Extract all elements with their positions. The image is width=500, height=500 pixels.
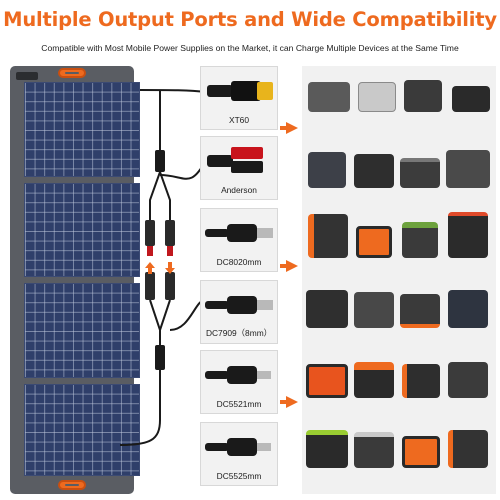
panel-section-3	[24, 283, 140, 378]
panel-handle-bottom	[58, 480, 86, 490]
xt60-plug-icon	[207, 81, 273, 101]
anderson-plug-icon	[207, 147, 263, 173]
panel-section-1	[24, 82, 140, 177]
power-station-image	[354, 432, 394, 468]
connector-dc5525: DC5525mm	[200, 422, 278, 486]
power-station-image	[446, 150, 490, 188]
connector-xt60: XT60	[200, 66, 278, 130]
power-station-image	[448, 430, 488, 468]
dc-plug-icon	[205, 366, 271, 384]
arrow-right-icon	[280, 396, 298, 408]
y-splitter-top-icon	[155, 150, 165, 172]
page-title: Multiple Output Ports and Wide Compatibi…	[3, 8, 497, 31]
power-station-image	[308, 152, 346, 188]
power-station-image	[402, 364, 440, 398]
usb-port-icon	[16, 72, 38, 80]
power-station-image	[308, 82, 350, 112]
mc4-connector-icon	[145, 220, 175, 300]
arrow-right-icon	[280, 122, 298, 134]
arrow-right-icon	[280, 260, 298, 272]
panel-handle-top	[58, 68, 86, 78]
power-station-image	[402, 436, 440, 468]
connector-label: DC7909（8mm）	[205, 328, 273, 338]
solar-panel	[10, 66, 140, 494]
panel-section-2	[24, 183, 140, 277]
compatible-devices-grid	[302, 66, 496, 494]
page-subtitle: Compatible with Most Mobile Power Suppli…	[41, 43, 459, 53]
dc-plug-icon	[205, 438, 271, 456]
power-station-image	[306, 364, 348, 398]
power-station-image	[448, 290, 488, 328]
connector-label: DC5521mm	[216, 399, 262, 409]
power-station-image	[354, 154, 394, 188]
connector-dc8020: DC8020mm	[200, 208, 278, 272]
power-station-image	[400, 158, 440, 188]
plug-direction-arrows-icon	[145, 262, 175, 274]
power-station-image	[452, 86, 490, 112]
connector-anderson: Anderson	[200, 136, 278, 200]
connector-dc5521: DC5521mm	[200, 350, 278, 414]
power-station-image	[448, 212, 488, 258]
power-station-image	[356, 226, 392, 258]
connector-label: Anderson	[221, 185, 257, 195]
power-station-image	[402, 222, 438, 258]
connector-label: DC5525mm	[216, 471, 262, 481]
y-splitter-bottom-icon	[155, 345, 165, 370]
dc-plug-icon	[205, 296, 273, 314]
connector-dc7909: DC7909（8mm）	[200, 280, 278, 344]
power-station-image	[354, 362, 394, 398]
power-station-image	[400, 294, 440, 328]
power-station-image	[306, 290, 348, 328]
power-station-image	[308, 214, 348, 258]
connector-label: DC8020mm	[216, 257, 262, 267]
connector-label: XT60	[228, 115, 250, 125]
power-station-image	[448, 362, 488, 398]
panel-section-4	[24, 384, 140, 476]
power-station-image	[354, 292, 394, 328]
power-station-image	[306, 430, 348, 468]
power-station-image	[358, 82, 396, 112]
dc-plug-icon	[205, 224, 273, 242]
power-station-image	[404, 80, 442, 112]
